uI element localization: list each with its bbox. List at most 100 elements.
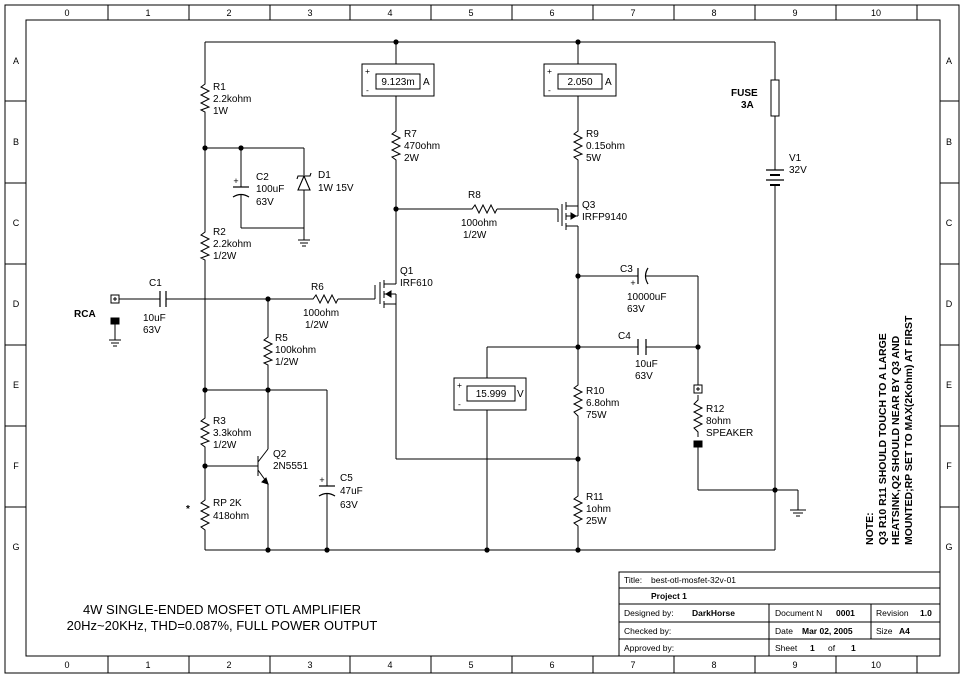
polarity-marks: + + +	[233, 176, 635, 485]
c1-value: 10uF	[143, 313, 166, 324]
note-title: NOTE:	[864, 512, 876, 545]
c3-value: 10000uF	[627, 292, 666, 303]
caption-title: 4W SINGLE-ENDED MOSFET OTL AMPLIFIER	[83, 602, 361, 617]
r1-rating: 1W	[213, 106, 229, 117]
ammeter-1-value: 9.123m	[381, 77, 414, 88]
resistor-r9	[572, 128, 584, 162]
sheet-label: Sheet	[775, 643, 798, 653]
c5-value: 47uF	[340, 486, 363, 497]
r2-rating: 1/2W	[213, 251, 237, 262]
fuse-symbol	[770, 79, 780, 117]
col-label: 9	[792, 8, 797, 18]
col-label: 8	[711, 660, 716, 670]
zener-diode-d1	[296, 172, 312, 191]
title-block-text: Title: best-otl-mosfet-32v-01 Project 1 …	[624, 575, 932, 653]
designed-label: Designed by:	[624, 608, 674, 618]
col-label: 4	[387, 8, 392, 18]
col-label: 7	[630, 8, 635, 18]
resistor-r8	[469, 203, 498, 215]
r9-name: R9	[586, 129, 599, 140]
rp-name: RP 2K	[213, 498, 242, 509]
resistor-rp	[199, 497, 211, 533]
r1-value: 2.2kohm	[213, 94, 251, 105]
c3-name: C3	[620, 264, 633, 275]
resistor-r12	[692, 395, 704, 437]
row-label: E	[13, 380, 19, 390]
r8-name: R8	[468, 190, 481, 201]
resistor-r6	[310, 293, 339, 305]
meter-minus: -	[366, 85, 369, 95]
row-label: C	[13, 218, 20, 228]
meter-minus: -	[458, 399, 461, 409]
r3-value: 3.3kohm	[213, 428, 251, 439]
ground-icon	[109, 339, 121, 347]
size-value: A4	[899, 626, 910, 636]
column-labels-bottom: 0 1 2 3 4 5 6 7 8 9 10	[64, 660, 881, 670]
note-block: NOTE: Q3 R10 R11 SHOULD TOUCH TO A LARGE…	[864, 315, 915, 545]
v1-value: 32V	[789, 165, 807, 176]
r12-name: R12	[706, 404, 725, 415]
rca-label: RCA	[74, 309, 96, 320]
col-label: 6	[549, 660, 554, 670]
ruler-ticks	[5, 5, 959, 673]
r3-rating: 1/2W	[213, 440, 237, 451]
r7-value: 470ohm	[404, 141, 440, 152]
row-label: D	[946, 299, 953, 309]
title-label: Title:	[624, 575, 642, 585]
resistor-r3	[199, 415, 211, 450]
q2-name: Q2	[273, 449, 287, 460]
of-value: 1	[851, 643, 856, 653]
ammeter-2-value: 2.050	[567, 77, 592, 88]
caption: 4W SINGLE-ENDED MOSFET OTL AMPLIFIER 20H…	[67, 602, 378, 633]
r12-value: 8ohm	[706, 416, 731, 427]
row-label: E	[946, 380, 952, 390]
d1-name: D1	[318, 170, 331, 181]
junction-dots	[202, 39, 778, 553]
col-label: 3	[307, 8, 312, 18]
capacitor-c3	[637, 267, 649, 285]
note-line: HEATSINK,Q2 SHOULD NEAR BY Q3 AND	[890, 335, 902, 545]
col-label: 6	[549, 8, 554, 18]
col-label: 1	[145, 660, 150, 670]
note-line: Q3 R10 R11 SHOULD TOUCH TO A LARGE	[877, 333, 889, 545]
project-name: Project 1	[651, 591, 687, 601]
ammeter-2: + - 2.050 A	[543, 63, 617, 97]
c1-rating: 63V	[143, 325, 161, 336]
r11-rating: 25W	[586, 516, 607, 527]
resistor-r5	[262, 334, 274, 366]
row-label: F	[13, 461, 19, 471]
sheet-frame	[4, 4, 960, 674]
r6-name: R6	[311, 282, 324, 293]
size-label: Size	[876, 626, 893, 636]
ground-icon	[790, 509, 806, 517]
col-label: 5	[468, 8, 473, 18]
row-label: D	[13, 299, 20, 309]
r2-name: R2	[213, 227, 226, 238]
r11-name: R11	[586, 492, 604, 503]
row-labels-left: A B C D E F G	[12, 56, 19, 552]
designed-value: DarkHorse	[692, 608, 735, 618]
fuse-name: FUSE	[731, 88, 758, 99]
r7-rating: 2W	[404, 153, 420, 164]
meter-plus: +	[457, 380, 462, 390]
c3-rating: 63V	[627, 304, 645, 315]
meter-minus: -	[548, 85, 551, 95]
of-label: of	[828, 643, 836, 653]
resistor-r11	[572, 493, 584, 528]
approved-label: Approved by:	[624, 643, 674, 653]
q1-name: Q1	[400, 266, 414, 277]
col-label: 9	[792, 660, 797, 670]
d1-value: 1W 15V	[318, 183, 354, 194]
r5-rating: 1/2W	[275, 357, 299, 368]
capacitor-symbols	[159, 186, 649, 497]
col-label: 7	[630, 660, 635, 670]
c5-name: C5	[340, 473, 353, 484]
r5-name: R5	[275, 333, 288, 344]
rca-connector	[110, 294, 120, 325]
row-label: G	[945, 542, 952, 552]
svg-text:+: +	[630, 278, 635, 288]
c4-rating: 63V	[635, 371, 653, 382]
resistor-r2	[199, 228, 211, 262]
c2-name: C2	[256, 172, 269, 183]
